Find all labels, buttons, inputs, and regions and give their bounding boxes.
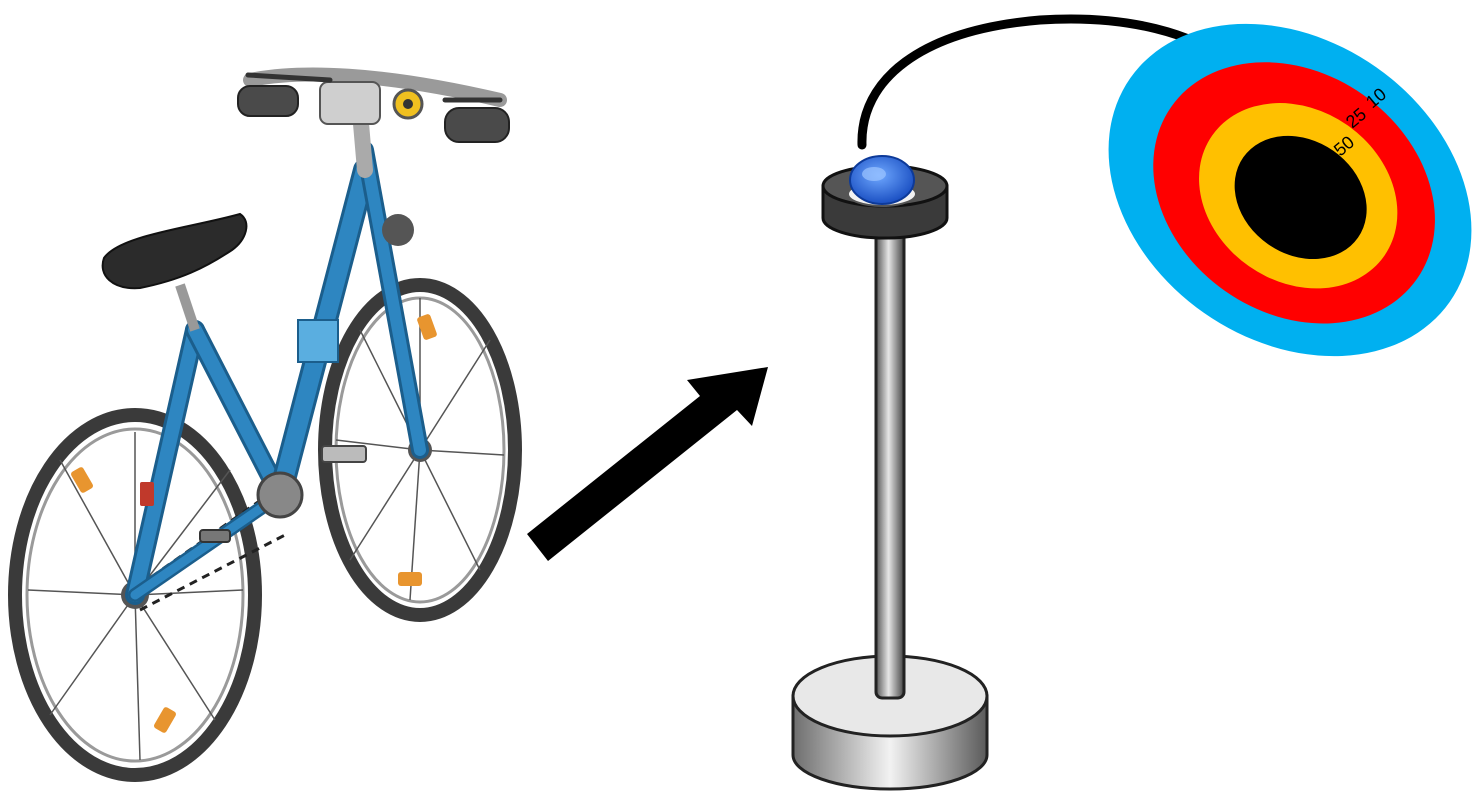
bicycle-icon	[15, 75, 515, 775]
push-button	[848, 156, 916, 206]
target-icon	[1044, 0, 1474, 425]
button-stand-icon	[793, 156, 987, 789]
arrow-right-icon	[527, 367, 768, 561]
stand-pole	[876, 228, 904, 698]
bicycle-frame	[135, 150, 420, 595]
bicycle-seat	[103, 214, 247, 330]
